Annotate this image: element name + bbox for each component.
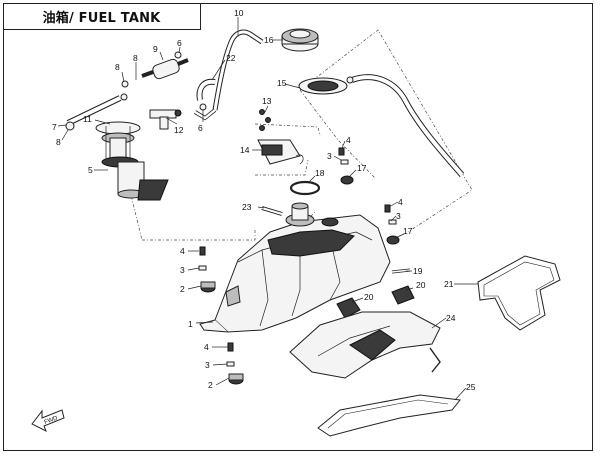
fuel-cap-part-16 xyxy=(281,28,319,52)
mounting-hardware-left-lower xyxy=(226,342,244,385)
callout-6b: 6 xyxy=(198,123,203,133)
callout-17b: 17 xyxy=(403,226,413,236)
assembly-boundary-lines xyxy=(119,29,473,241)
fuel-tank-part-1 xyxy=(199,202,391,333)
callout-14: 14 xyxy=(240,145,250,155)
diagram-title: 油箱/ FUEL TANK xyxy=(42,10,161,26)
callout-20a: 20 xyxy=(364,292,374,302)
callout-21: 21 xyxy=(444,279,454,289)
callout-8c: 8 xyxy=(56,137,61,147)
callout-19: 19 xyxy=(413,266,423,276)
callout-24: 24 xyxy=(446,313,456,323)
callout-9: 9 xyxy=(153,44,158,54)
leader-lines xyxy=(57,17,478,401)
callout-12: 12 xyxy=(174,125,184,135)
callout-20b: 20 xyxy=(416,280,426,290)
callout-11: 11 xyxy=(83,114,92,124)
callout-3b: 3 xyxy=(205,360,210,370)
fuel-filter-part-9 xyxy=(141,58,189,80)
callout-4c: 4 xyxy=(346,135,351,145)
callout-10: 10 xyxy=(234,8,244,18)
callout-22: 22 xyxy=(226,53,236,63)
callout-17a: 17 xyxy=(357,163,367,173)
callout-2b: 2 xyxy=(208,380,213,390)
diagram-frame xyxy=(3,3,593,451)
callout-25: 25 xyxy=(466,382,476,392)
mounting-hardware-right-lower xyxy=(384,204,400,245)
gasket-ring-part-18 xyxy=(289,180,321,196)
callout-8a: 8 xyxy=(133,53,138,63)
callout-labels: 10 16 15 9 8 8 6 22 7 8 11 5 12 6 13 14 … xyxy=(52,8,476,392)
mounting-hardware-right-upper xyxy=(338,147,354,185)
fuel-level-sender-part-14 xyxy=(257,109,304,165)
callout-3d: 3 xyxy=(396,211,401,221)
callout-18: 18 xyxy=(315,168,325,178)
insulation-pad-part-21 xyxy=(477,255,561,331)
cap-flange xyxy=(298,77,348,95)
fuel-pump-assembly-part-5 xyxy=(95,121,169,201)
callout-8b: 8 xyxy=(115,62,120,72)
callout-6a: 6 xyxy=(177,38,182,48)
breather-hose-part-15 xyxy=(346,74,465,177)
callout-1: 1 xyxy=(188,319,193,329)
callout-15: 15 xyxy=(277,78,287,88)
quick-connector-part-12 xyxy=(149,109,182,130)
fuel-hose-part-10 xyxy=(193,29,264,121)
callout-23: 23 xyxy=(242,202,252,212)
callout-2a: 2 xyxy=(180,284,185,294)
callout-4b: 4 xyxy=(204,342,209,352)
rubber-cushion-part-20 xyxy=(336,285,415,319)
tank-bracket-part-24 xyxy=(289,311,441,379)
callout-3c: 3 xyxy=(327,151,332,161)
callout-5: 5 xyxy=(88,165,93,175)
callout-16: 16 xyxy=(264,35,274,45)
heat-shield-part-25 xyxy=(317,394,461,437)
callout-4d: 4 xyxy=(398,197,403,207)
callout-7: 7 xyxy=(52,122,57,132)
vent-pipe-part-23 xyxy=(261,206,283,216)
front-direction-arrow-icon: FWD xyxy=(31,409,65,433)
callout-13: 13 xyxy=(262,96,272,106)
title-box: 油箱/ FUEL TANK xyxy=(3,3,201,30)
callout-4a: 4 xyxy=(180,246,185,256)
callout-3a: 3 xyxy=(180,265,185,275)
svg-text:FWD: FWD xyxy=(44,415,60,426)
elbow-hose-part-22 xyxy=(196,78,216,101)
pin-part-19 xyxy=(391,268,411,274)
mounting-hardware-left-upper xyxy=(198,246,216,293)
